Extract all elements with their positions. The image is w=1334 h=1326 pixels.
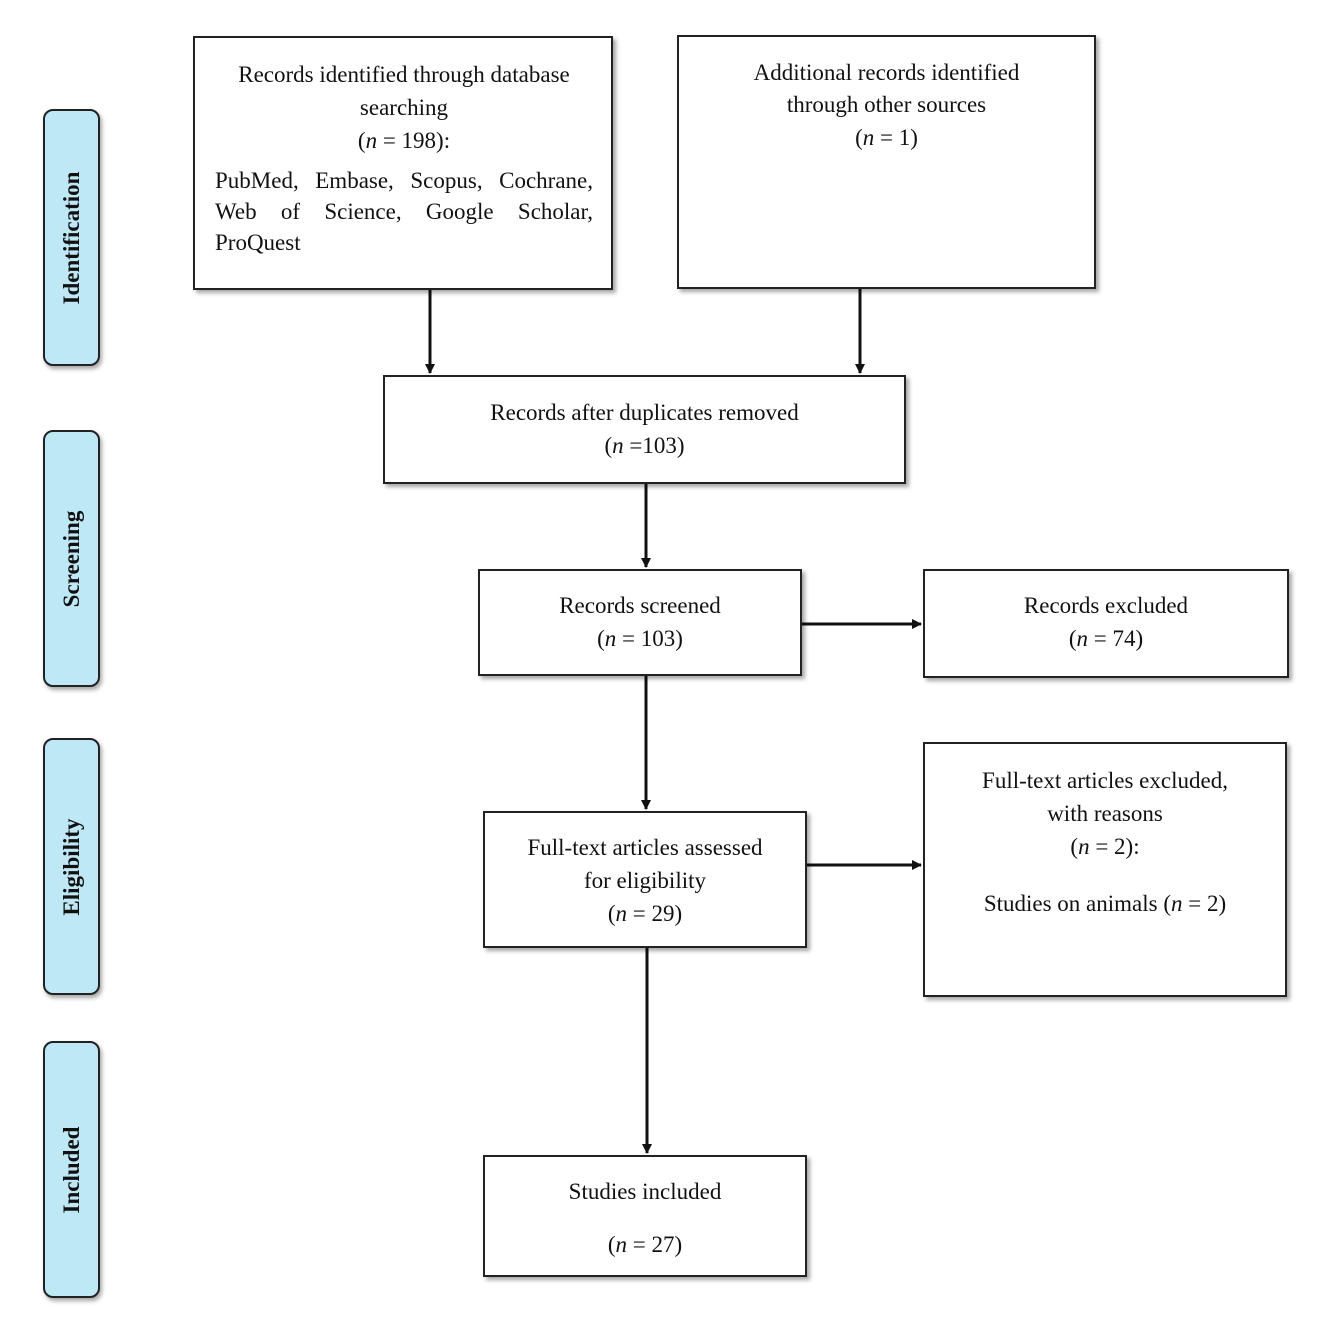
box-database-search: Records identified through database sear…: [193, 36, 613, 290]
stage-included: Included: [43, 1041, 100, 1298]
other-count: (n = 1): [855, 125, 918, 150]
fulltext-line1: Full-text articles assessed: [527, 835, 763, 860]
duplicates-line1: Records after duplicates removed: [490, 400, 799, 425]
fulltext-line2: for eligibility: [583, 868, 706, 893]
included-count: (n = 27): [607, 1232, 683, 1257]
stage-identification: Identification: [43, 109, 100, 366]
database-count: (n = 198):: [357, 128, 451, 153]
box-records-excluded: Records excluded (n = 74): [923, 569, 1289, 678]
excluded-count: (n = 74): [1068, 626, 1144, 651]
fulltext-count: (n = 29): [607, 901, 683, 926]
stage-screening: Screening: [43, 430, 100, 687]
box-records-screened: Records screened (n = 103): [478, 569, 802, 676]
database-line2: searching: [359, 95, 449, 120]
fulltext-excluded-line2: with reasons: [1047, 801, 1163, 826]
fulltext-excluded-count: (n = 2):: [1070, 834, 1140, 859]
box-studies-included: Studies included (n = 27): [483, 1155, 807, 1277]
screened-count: (n = 103): [597, 626, 683, 651]
fulltext-excluded-line1: Full-text articles excluded,: [982, 768, 1228, 793]
box-fulltext-assessed: Full-text articles assessed for eligibil…: [483, 811, 807, 948]
excluded-line1: Records excluded: [1023, 593, 1189, 618]
screened-line1: Records screened: [559, 593, 721, 618]
included-line1: Studies included: [568, 1179, 722, 1204]
box-duplicates-removed: Records after duplicates removed (n =103…: [383, 375, 906, 484]
other-line2: through other sources: [786, 92, 987, 117]
duplicates-count: (n =103): [604, 433, 685, 458]
fulltext-excluded-reason: Studies on animals (n = 2): [983, 891, 1227, 916]
database-sources: PubMed, Embase, Scopus, Cochrane, Web of…: [215, 168, 593, 255]
other-line1: Additional records identified: [753, 60, 1020, 85]
box-fulltext-excluded: Full-text articles excluded, with reason…: [923, 742, 1287, 997]
stage-eligibility: Eligibility: [43, 738, 100, 995]
database-line1: Records identified through database: [238, 62, 570, 87]
box-other-sources: Additional records identified through ot…: [677, 35, 1096, 289]
